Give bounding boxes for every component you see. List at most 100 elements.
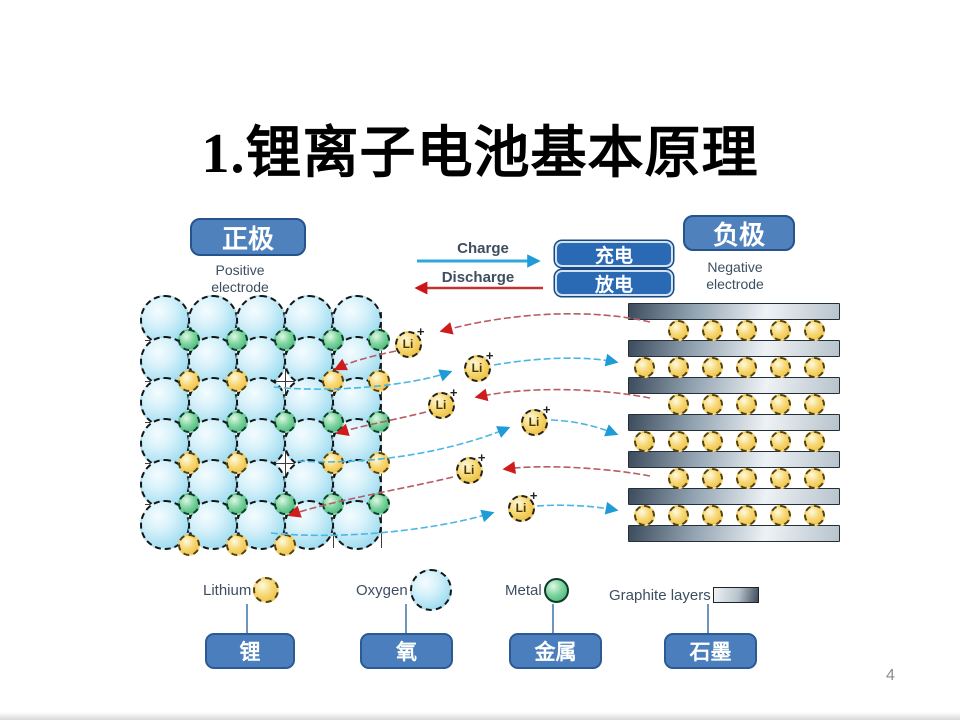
- page-title: 1.锂离子电池基本原理: [201, 123, 759, 185]
- li-ion-plus: +: [449, 384, 458, 400]
- lithium-sphere: [226, 452, 248, 474]
- intercalated-lithium-sphere: [769, 430, 791, 452]
- li-ion-plus: +: [542, 401, 551, 417]
- intercalated-lithium-sphere: [735, 356, 757, 378]
- graphite-layer-bar: [628, 377, 840, 394]
- intercalated-lithium-sphere: [735, 430, 757, 452]
- li-ion-symbol: Li: [435, 398, 447, 412]
- intercalated-lithium-sphere: [735, 504, 757, 526]
- graphite-layer-bar: [628, 303, 840, 320]
- graphite-layer-bar: [628, 340, 840, 357]
- intercalated-lithium-sphere: [769, 319, 791, 341]
- intercalated-lithium-sphere: [667, 356, 689, 378]
- intercalated-lithium-sphere: [803, 393, 825, 415]
- metal-sphere: [226, 411, 248, 433]
- positive-electrode-en-label: Positive electrode: [190, 262, 290, 295]
- metal-sphere: [178, 411, 200, 433]
- li-ion-plus: +: [485, 347, 494, 363]
- intercalated-lithium-sphere: [769, 504, 791, 526]
- intercalated-lithium-sphere: [701, 319, 723, 341]
- charge-cn-label: 充电: [555, 241, 673, 267]
- metal-sphere-icon: [543, 577, 569, 603]
- metal-sphere: [322, 329, 344, 351]
- legend-item-metal: Metal: [505, 569, 569, 611]
- intercalated-lithium-sphere: [633, 504, 655, 526]
- positive-en-line2: electrode: [211, 278, 269, 295]
- metal-sphere: [274, 329, 296, 351]
- li-ion-symbol: Li: [402, 337, 414, 351]
- page-number: 4: [886, 667, 895, 684]
- lithium-sphere-icon: [253, 577, 280, 603]
- li-ion-icon: Li+: [507, 488, 538, 522]
- legend-cn-metal: 金属: [509, 633, 602, 669]
- intercalated-lithium-sphere: [769, 467, 791, 489]
- negative-electrode-en-label: Negative electrode: [685, 259, 785, 292]
- intercalated-lithium-sphere: [667, 393, 689, 415]
- lithium-sphere: [178, 534, 200, 556]
- intercalated-lithium-sphere: [701, 467, 723, 489]
- intercalated-lithium-sphere: [803, 504, 825, 526]
- slide-bottom-shade: [0, 712, 960, 720]
- legend-cn-lithium: 锂: [205, 633, 295, 669]
- legend-cn-oxygen: 氧: [360, 633, 453, 669]
- positive-en-line1: Positive: [215, 262, 265, 278]
- intercalated-lithium-sphere: [735, 467, 757, 489]
- li-ion-plus: +: [529, 487, 538, 503]
- li-ion-symbol: Li: [528, 415, 540, 429]
- discharge-cn-label: 放电: [555, 270, 673, 296]
- li-ion-symbol: Li: [463, 463, 475, 477]
- intercalated-lithium-sphere: [633, 356, 655, 378]
- intercalated-lithium-sphere: [803, 430, 825, 452]
- intercalated-lithium-sphere: [803, 467, 825, 489]
- legend-cn-graphite: 石墨: [664, 633, 757, 669]
- intercalated-lithium-sphere: [769, 356, 791, 378]
- intercalated-lithium-sphere: [701, 504, 723, 526]
- li-ion-icon: Li+: [427, 385, 458, 419]
- li-ion-symbol: Li: [471, 361, 483, 375]
- graphite-layer-bar: [628, 525, 840, 542]
- metal-sphere: [226, 493, 248, 515]
- legend-label-graphite: Graphite layers: [609, 586, 711, 604]
- legend-label-metal: Metal: [505, 581, 542, 599]
- intercalated-lithium-sphere: [667, 319, 689, 341]
- legend-item-graphite: Graphite layers: [609, 574, 759, 616]
- intercalated-lithium-sphere: [803, 319, 825, 341]
- lithium-sphere: [226, 370, 248, 392]
- intercalated-lithium-sphere: [701, 393, 723, 415]
- lithium-sphere: [178, 370, 200, 392]
- intercalated-lithium-sphere: [701, 430, 723, 452]
- discharge-en-label: Discharge: [441, 269, 515, 286]
- graphite-bar-icon: [712, 587, 759, 603]
- negative-en-line2: electrode: [706, 275, 764, 292]
- metal-sphere: [178, 493, 200, 515]
- legend-label-oxygen: Oxygen: [356, 581, 408, 599]
- legend-item-lithium: Lithium: [203, 569, 280, 611]
- positive-electrode-cn-label: 正极: [190, 218, 306, 256]
- intercalated-lithium-sphere: [667, 430, 689, 452]
- graphite-layer-bar: [628, 451, 840, 468]
- charge-en-label: Charge: [457, 240, 509, 257]
- li-ion-plus: +: [416, 323, 425, 339]
- li-ion-plus: +: [477, 449, 486, 465]
- li-ion-icon: Li+: [520, 402, 551, 436]
- li-ion-symbol: Li: [515, 501, 527, 515]
- intercalated-lithium-sphere: [633, 430, 655, 452]
- intercalated-lithium-sphere: [803, 356, 825, 378]
- intercalated-lithium-sphere: [735, 393, 757, 415]
- legend-item-oxygen: Oxygen: [356, 569, 452, 611]
- oxygen-sphere-icon: [409, 569, 452, 611]
- intercalated-lithium-sphere: [667, 504, 689, 526]
- metal-sphere: [226, 329, 248, 351]
- graphite-layer-bar: [628, 488, 840, 505]
- lithium-sphere: [226, 534, 248, 556]
- metal-sphere: [368, 329, 390, 351]
- intercalated-lithium-sphere: [735, 319, 757, 341]
- graphite-layer-bar: [628, 414, 840, 431]
- li-ion-icon: Li+: [394, 324, 425, 358]
- metal-sphere: [274, 411, 296, 433]
- legend-label-lithium: Lithium: [203, 581, 252, 599]
- negative-en-line1: Negative: [707, 259, 763, 275]
- negative-electrode-cn-label: 负极: [683, 215, 795, 251]
